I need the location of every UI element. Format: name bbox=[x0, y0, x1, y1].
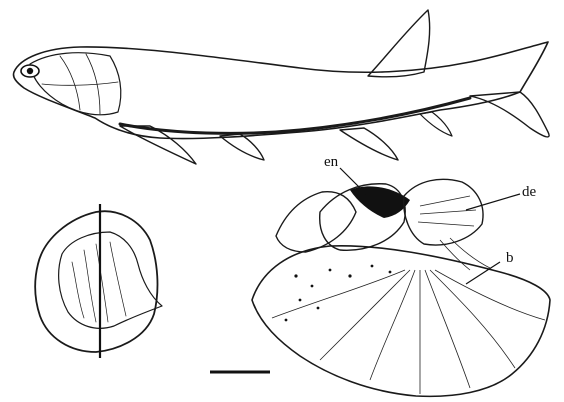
leader-lines bbox=[340, 168, 520, 284]
scale-base bbox=[252, 246, 550, 397]
scale-inner-ornament bbox=[59, 232, 162, 328]
fish-body bbox=[13, 42, 548, 139]
crown-left bbox=[276, 192, 356, 252]
caudal-fin bbox=[470, 92, 549, 137]
scale-outline-section bbox=[35, 204, 162, 358]
anal-fin bbox=[340, 128, 398, 160]
scale-outline bbox=[35, 211, 157, 352]
growth-lines bbox=[272, 270, 545, 394]
label-en: en bbox=[324, 154, 339, 170]
label-de: de bbox=[522, 184, 537, 200]
scale-detail bbox=[252, 179, 550, 396]
anal-fin-2 bbox=[420, 112, 452, 136]
label-b: b bbox=[506, 250, 514, 266]
fish-reconstruction bbox=[13, 10, 549, 164]
leader-de bbox=[466, 194, 520, 210]
dorsal-fin bbox=[368, 10, 430, 77]
enamel-dark bbox=[350, 186, 410, 218]
